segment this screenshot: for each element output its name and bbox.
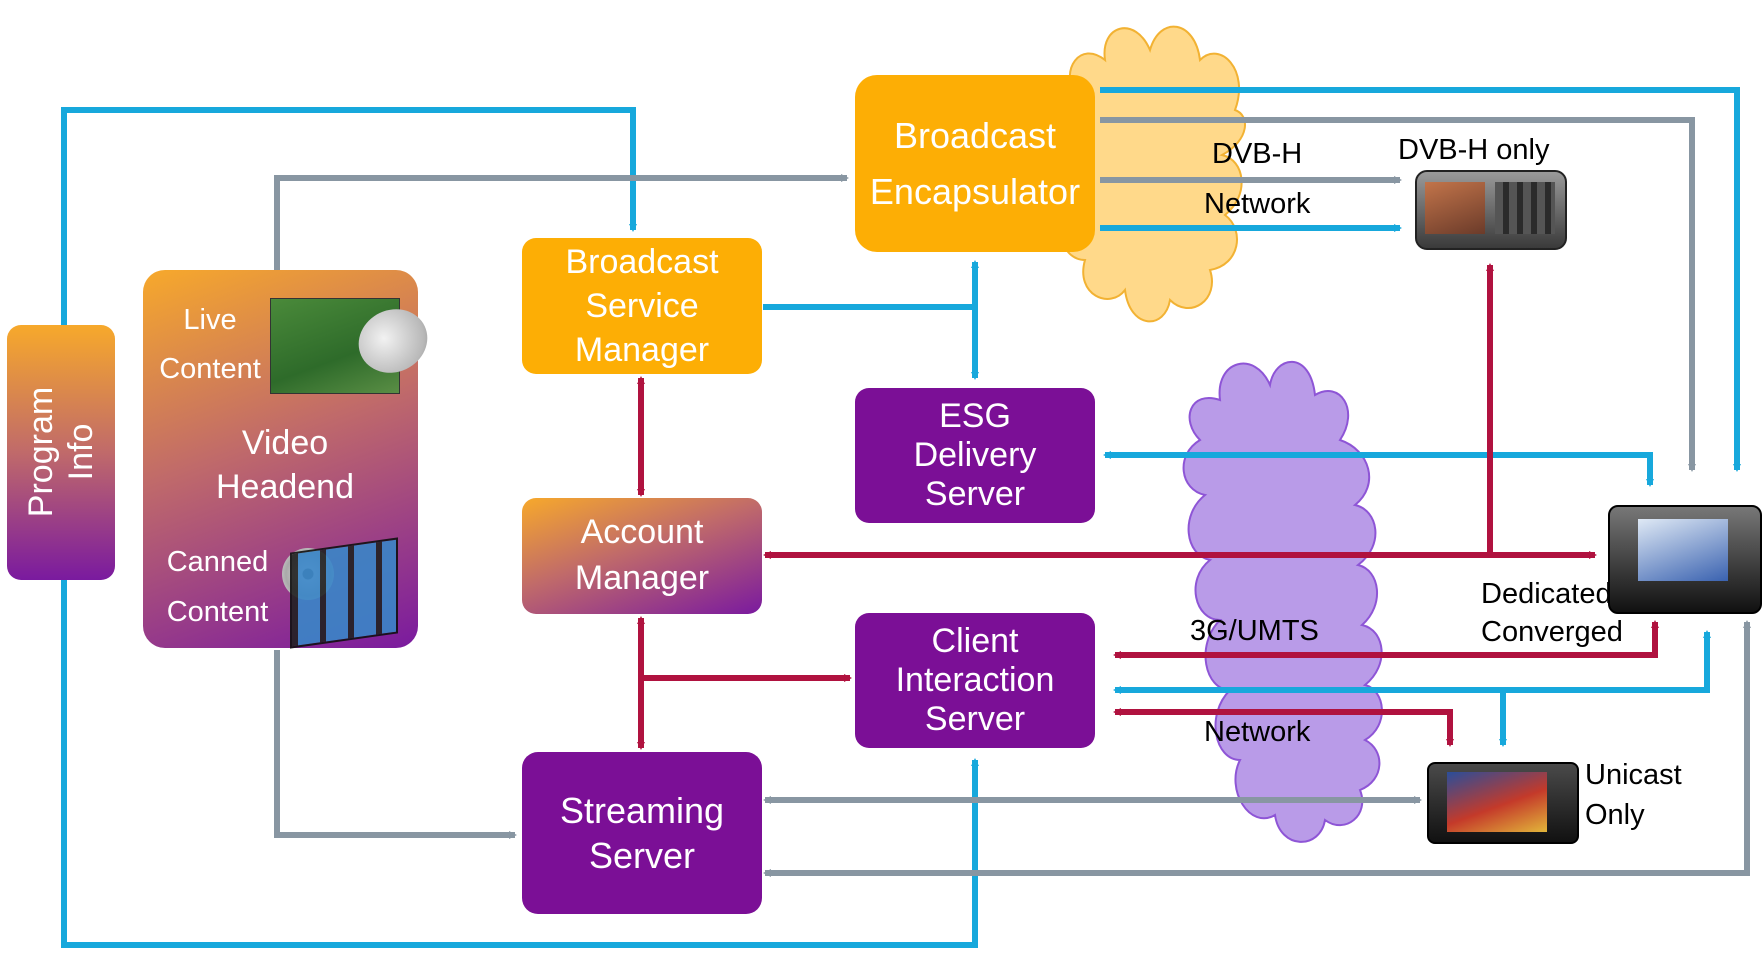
client-interaction-server-box: Client Interaction Server bbox=[855, 613, 1095, 748]
dvbh-phone-keypad bbox=[1495, 182, 1555, 234]
connector-streaming-converged bbox=[763, 620, 1751, 877]
program-info-line1: Program bbox=[22, 387, 60, 517]
broadcast-service-manager-box: Broadcast Service Manager bbox=[522, 238, 762, 374]
unicast-only-line1: Unicast bbox=[1585, 759, 1682, 791]
bsm-line2: Service bbox=[585, 286, 699, 325]
connector-cis-unicast-red bbox=[1113, 708, 1454, 747]
canned-content-line2: Content bbox=[166, 596, 269, 628]
esg-delivery-server-box: ESG Delivery Server bbox=[855, 388, 1095, 523]
unicast-phone-icon bbox=[1427, 762, 1579, 844]
esg-line1: ESG bbox=[939, 396, 1011, 435]
connector-headend-to-encapsulator bbox=[274, 174, 849, 270]
cis-line1: Client bbox=[931, 621, 1019, 660]
connector-program-info-to-bsm bbox=[61, 107, 637, 330]
video-headend-line2: Headend bbox=[215, 468, 354, 506]
live-content-line2: Content bbox=[159, 353, 261, 385]
connector-encapsulator-to-converged-gray bbox=[1100, 117, 1696, 472]
connector-headend-to-streaming bbox=[274, 650, 517, 839]
broadcast-encapsulator-box: Broadcast Encapsulator bbox=[855, 75, 1095, 252]
dvbh-phone-screen bbox=[1425, 182, 1485, 234]
umts-network-cloud bbox=[1182, 360, 1383, 843]
connector-cis-converged-red bbox=[1113, 620, 1659, 659]
dvbh-network-line1: DVB-H bbox=[1212, 138, 1303, 170]
bsm-line1: Broadcast bbox=[565, 242, 719, 281]
umts-network-line2: Network bbox=[1204, 716, 1311, 748]
cis-line3: Server bbox=[924, 700, 1026, 739]
canned-content-line1: Canned bbox=[166, 546, 269, 578]
converged-phone-screen bbox=[1638, 519, 1728, 581]
film-strip-icon bbox=[290, 537, 398, 649]
program-info-line2: Info bbox=[62, 424, 100, 481]
esg-line3: Server bbox=[924, 475, 1026, 514]
bsm-line3: Manager bbox=[574, 331, 710, 370]
broadcast-encapsulator-line2: Encapsulator bbox=[869, 170, 1081, 212]
streaming-server-line1: Streaming bbox=[559, 790, 725, 831]
broadcast-encapsulator-line1: Broadcast bbox=[893, 115, 1057, 157]
account-manager-line1: Account bbox=[580, 513, 704, 552]
connector-encapsulator-to-converged bbox=[1100, 87, 1741, 472]
dedicated-converged-line2: Converged bbox=[1481, 616, 1623, 648]
connector-esg-converged bbox=[1103, 451, 1654, 487]
streaming-server-box: Streaming Server bbox=[522, 752, 762, 914]
live-content-line1: Live bbox=[183, 304, 237, 336]
program-info-box bbox=[7, 325, 115, 580]
dedicated-converged-line1: Dedicated bbox=[1481, 578, 1612, 610]
cis-line2: Interaction bbox=[895, 660, 1055, 699]
dvbh-only-label: DVB-H only bbox=[1398, 134, 1550, 166]
account-manager-box: Account Manager bbox=[522, 498, 762, 614]
unicast-only-line2: Only bbox=[1585, 799, 1645, 831]
video-headend-line1: Video bbox=[241, 424, 329, 462]
dvbh-phone-icon bbox=[1415, 170, 1567, 250]
account-manager-line2: Manager bbox=[574, 559, 710, 597]
converged-phone-icon bbox=[1608, 505, 1762, 614]
esg-line2: Delivery bbox=[913, 435, 1037, 474]
unicast-phone-screen bbox=[1447, 772, 1547, 832]
streaming-server-line2: Server bbox=[588, 835, 696, 876]
umts-network-line1: 3G/UMTS bbox=[1190, 615, 1319, 647]
dvbh-network-line2: Network bbox=[1204, 188, 1311, 220]
